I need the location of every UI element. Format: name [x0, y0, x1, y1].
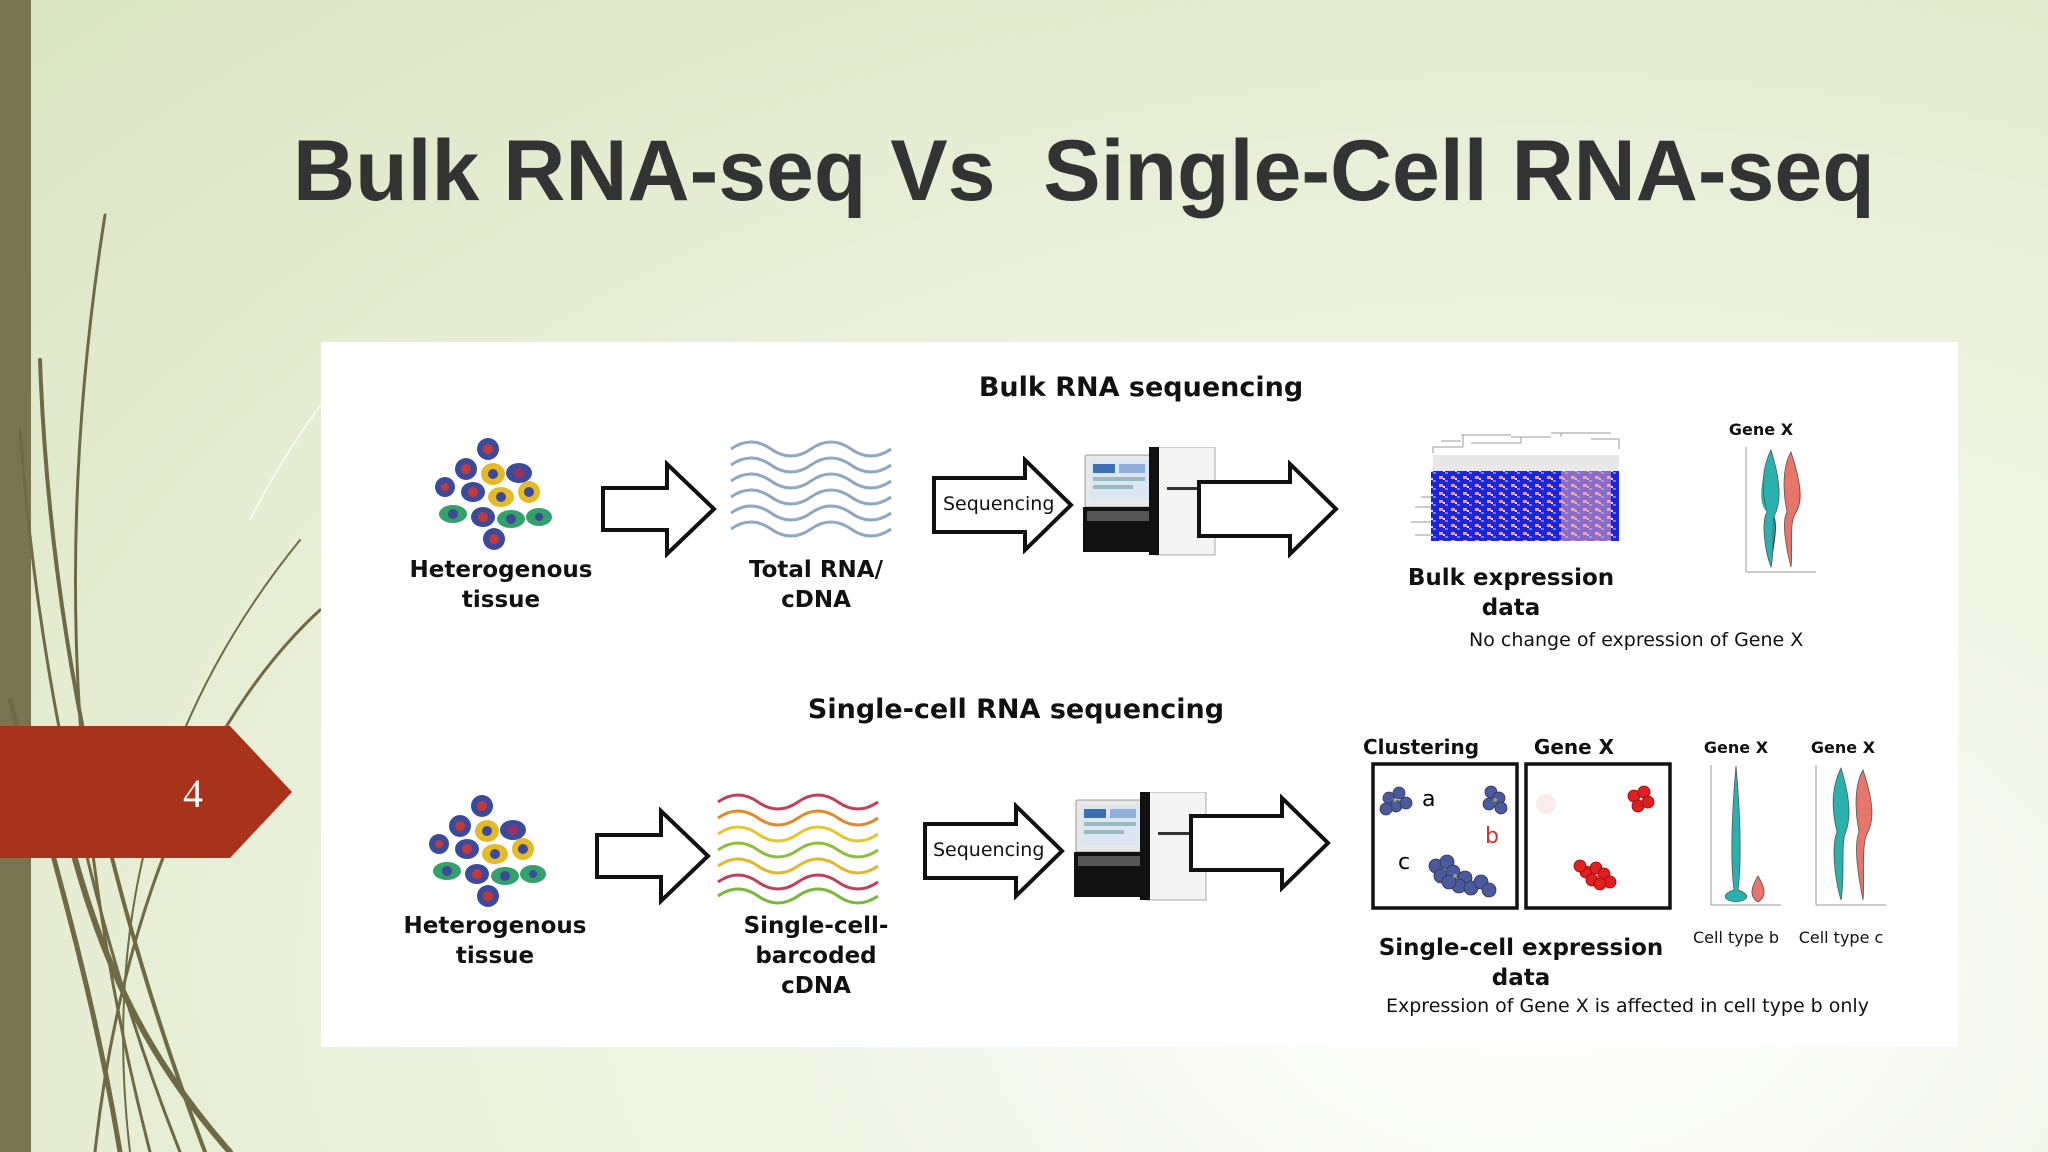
violin-plot-icon: [1710, 765, 1781, 906]
rna-waves-icon: [730, 440, 892, 538]
sequencer-icon: [1074, 792, 1207, 901]
gene-box-label: Gene X: [1533, 735, 1615, 759]
left-accent-bar: [0, 0, 31, 1152]
page-number-tab: [0, 726, 292, 858]
heatmap-icon: [1411, 432, 1620, 541]
single-cell-caption: Expression of Gene X is affected in cell…: [1386, 995, 1869, 1017]
slide-title: Bulk RNA-seq Vs Single-Cell RNA-seq: [293, 123, 1875, 219]
arrow-icon: [932, 456, 1074, 554]
bulk-caption: No change of expression of Gene X: [1469, 629, 1804, 651]
clustering-label: Clustering: [1362, 735, 1480, 759]
rna-waves-icon: [717, 793, 879, 905]
bulk-sequencing-label: Sequencing: [943, 493, 1055, 515]
violin-b-gene-label: Gene X: [1703, 738, 1769, 757]
cluster-plot-icon: [1524, 762, 1672, 910]
single-cell-rna-label: Single-cell-barcoded cDNA: [743, 913, 889, 999]
violin-plot-icon: [1745, 447, 1816, 573]
bulk-gene-label: Gene X: [1728, 420, 1794, 439]
violin-c-gene-label: Gene X: [1810, 738, 1876, 757]
bulk-rna-label: Total RNA/ cDNA: [748, 557, 883, 613]
bulk-tissue-label: Heterogenous tissue: [409, 557, 593, 613]
cell-type-c-label: Cell type c: [1798, 928, 1884, 947]
bulk-expression-label: Bulk expression data: [1407, 565, 1615, 621]
arrow-icon: [601, 460, 717, 558]
violin-plot-icon: [1815, 765, 1886, 906]
arrow-icon: [923, 802, 1065, 900]
cluster-c-label: c: [1398, 850, 1411, 875]
cluster-plot-icon: [1371, 762, 1519, 910]
arrow-icon: [1197, 460, 1339, 558]
arrow-icon: [595, 807, 711, 905]
diagram-panel: Bulk RNA sequencing Heterogenous tissue …: [321, 342, 1958, 1047]
single-cell-sequencing-label: Sequencing: [933, 839, 1045, 861]
tissue-icon: [435, 438, 552, 550]
cluster-a-label: a: [1422, 787, 1436, 812]
cluster-b-label: b: [1485, 824, 1499, 849]
single-cell-tissue-label: Heterogenous tissue: [403, 913, 587, 969]
tissue-icon: [429, 795, 546, 907]
grass-decoration: [7, 213, 330, 1152]
single-cell-expression-label: Single-cell expression data: [1378, 935, 1664, 991]
arrow-icon: [1189, 794, 1331, 892]
single-cell-heading: Single-cell RNA sequencing: [807, 694, 1225, 725]
cell-type-b-label: Cell type b: [1693, 928, 1779, 947]
page-number: 4: [183, 771, 203, 816]
bulk-heading: Bulk RNA sequencing: [978, 372, 1304, 403]
